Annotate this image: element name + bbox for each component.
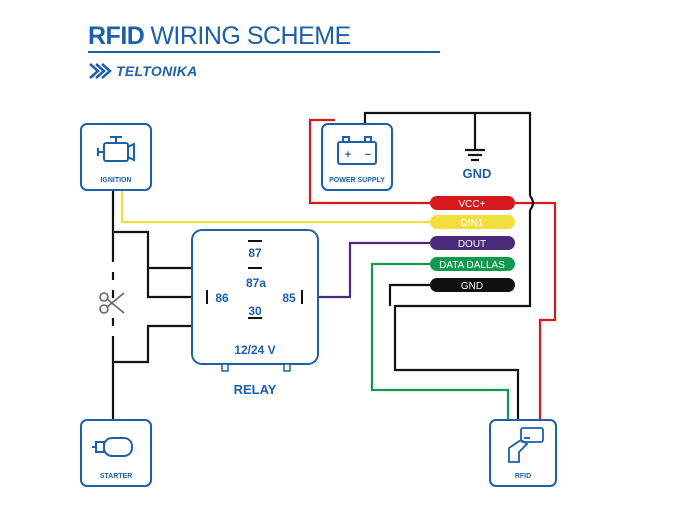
relay-label: RELAY <box>234 382 277 397</box>
data-dallas-wire <box>370 262 510 420</box>
pin-86-label: 86 <box>215 291 229 305</box>
engine-icon <box>97 136 135 162</box>
starter-box: STARTER <box>80 419 152 487</box>
data-dallas-label-bar: DATA DALLAS <box>430 257 515 271</box>
dout-label: DOUT <box>458 239 486 250</box>
din1-label: DIN1 <box>461 218 484 229</box>
battery-plus: + <box>345 149 351 161</box>
starter-motor-icon <box>92 437 133 457</box>
brand-name: TELTONIKA <box>116 63 198 79</box>
rfid-label: RFID <box>515 473 531 480</box>
scissors-icon <box>99 292 125 314</box>
data-dallas-label: DATA DALLAS <box>439 260 505 271</box>
gnd-wire-label: GND <box>461 281 483 292</box>
rfid-card-icon <box>508 427 544 463</box>
gnd-label-bar: GND <box>430 278 515 292</box>
vcc-label: VCC+ <box>459 199 486 210</box>
title-bold: RFID <box>88 22 145 50</box>
ground-label: GND <box>463 166 492 181</box>
ignition-label: IGNITION <box>100 177 131 184</box>
dout-wire <box>302 241 430 299</box>
power-supply-box: + − POWER SUPPLY <box>321 123 393 191</box>
battery-minus: − <box>365 149 371 161</box>
vcc-label-bar: VCC+ <box>430 196 515 210</box>
battery-icon <box>337 136 377 165</box>
pin-30-label: 30 <box>248 304 262 318</box>
dout-label-bar: DOUT <box>430 236 515 250</box>
ignition-box: IGNITION <box>80 123 152 191</box>
teltonika-logo-icon <box>89 63 112 79</box>
title-underline <box>88 51 440 53</box>
vcc-wire <box>308 118 557 420</box>
brand-logo: TELTONIKA <box>88 61 198 81</box>
din1-wire <box>120 190 430 224</box>
pin-87a-label: 87a <box>246 276 266 290</box>
starter-label: STARTER <box>100 473 133 480</box>
starter-circuit-wire <box>111 190 257 420</box>
relay-voltage: 12/24 V <box>234 343 275 357</box>
pin-87-label: 87 <box>248 246 262 260</box>
rfid-box: RFID <box>489 419 557 487</box>
title-rest: WIRING SCHEME <box>150 22 351 50</box>
power-supply-label: POWER SUPPLY <box>329 177 385 184</box>
din1-label-bar: DIN1 <box>430 215 515 229</box>
pin-85-label: 85 <box>282 291 296 305</box>
relay-box: 87 87a 86 85 30 12/24 V <box>191 229 319 372</box>
